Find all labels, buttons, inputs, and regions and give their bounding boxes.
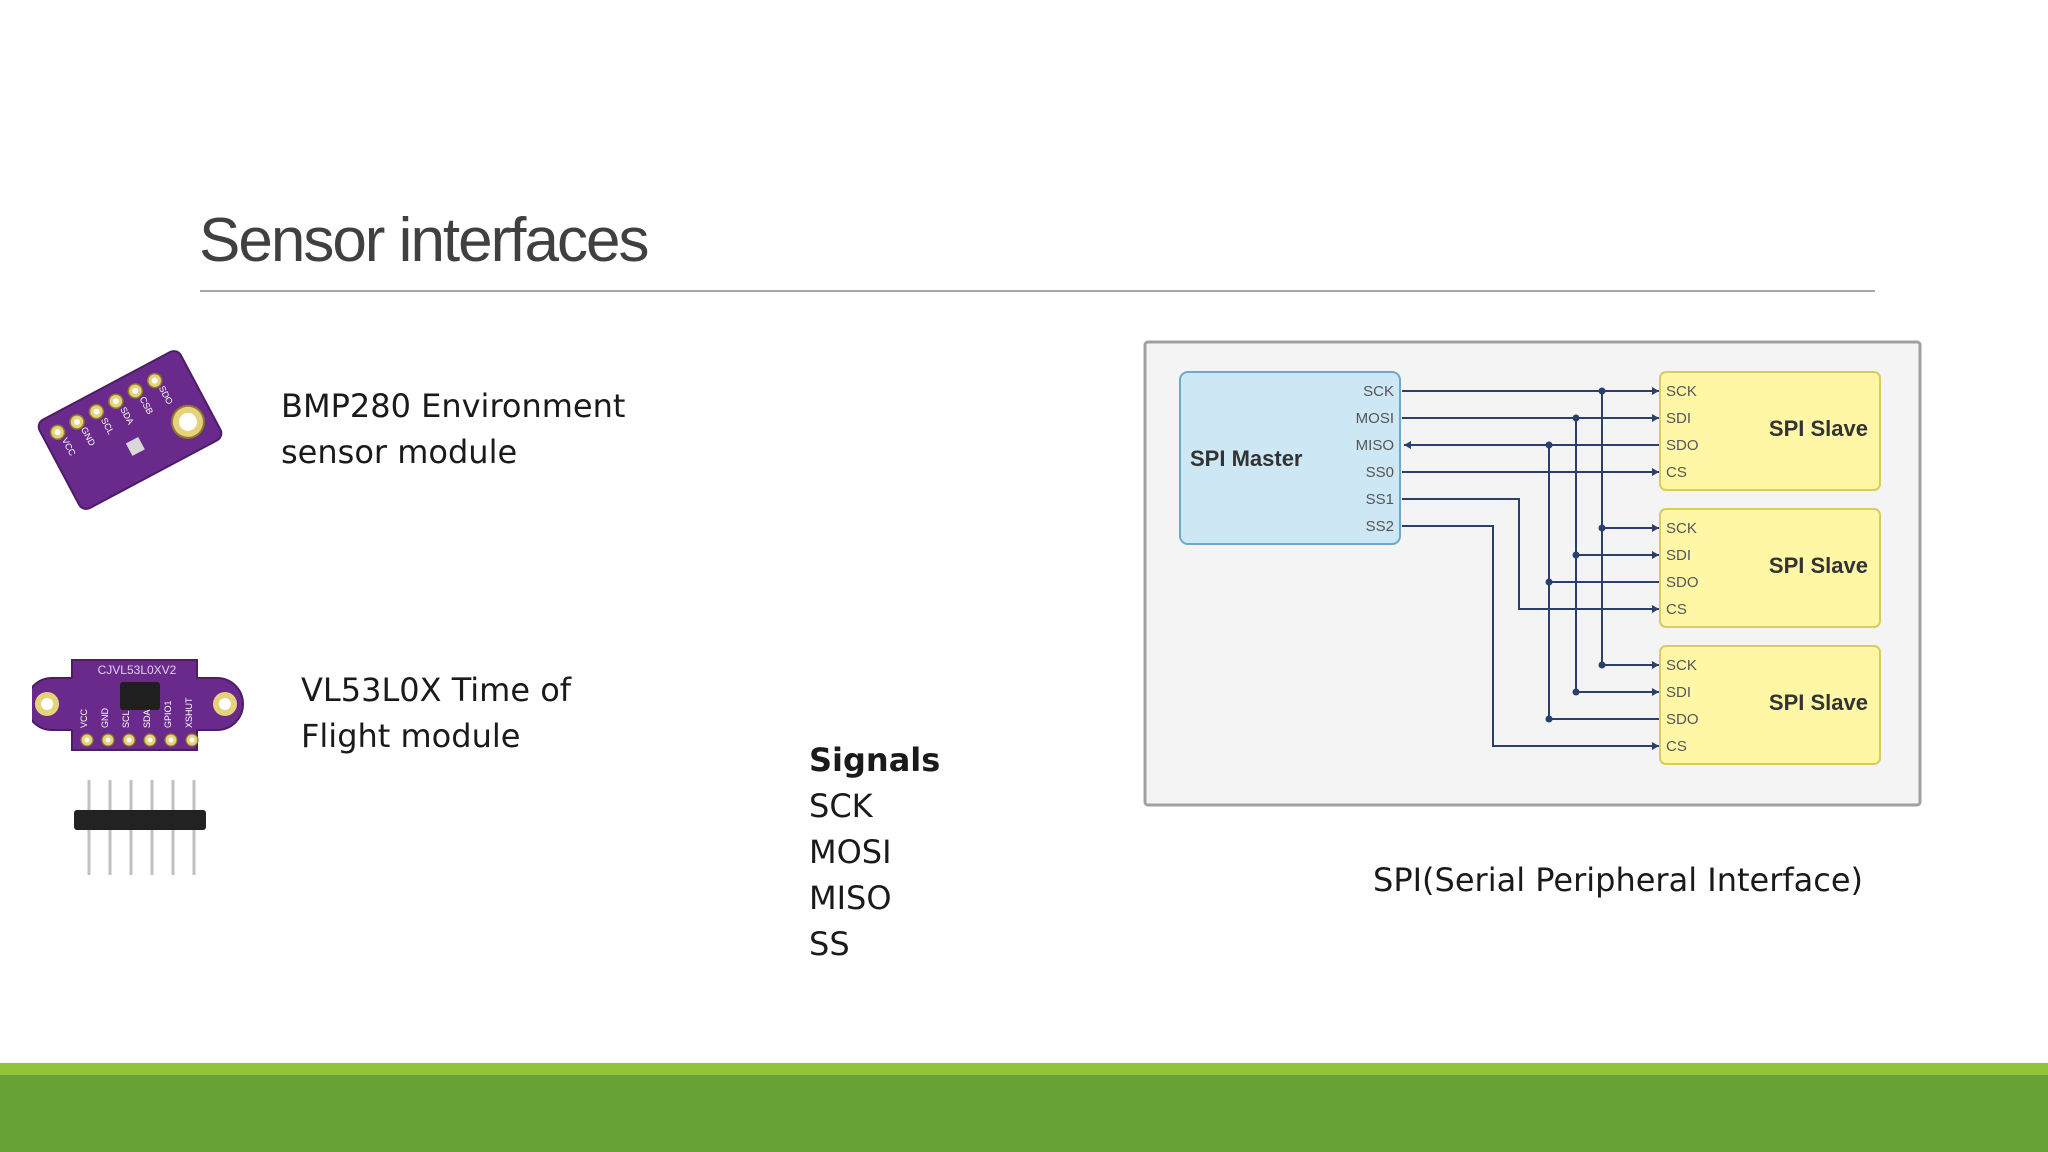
spi-slave-label: SPI Slave	[1769, 553, 1868, 578]
spi-master-pin-label: MOSI	[1356, 410, 1394, 427]
spi-slave-label: SPI Slave	[1769, 416, 1868, 441]
spi-caption: SPI(Serial Peripheral Interface)	[1373, 861, 1863, 899]
spi-wire-junction	[1545, 441, 1553, 449]
spi-slave-pin-label: SDI	[1666, 410, 1691, 427]
footer-accent-bar	[0, 1063, 2048, 1075]
spi-wire-arrow	[1652, 742, 1659, 750]
spi-wire	[1402, 498, 1659, 610]
spi-master-box	[1179, 371, 1401, 545]
spi-master-pin-label: SS2	[1366, 518, 1394, 535]
spi-wire-arrow	[1652, 688, 1659, 696]
spi-master-pin-label: SS1	[1366, 491, 1394, 508]
header-plastic	[74, 810, 206, 830]
spi-master-pin-label: SS0	[1366, 464, 1394, 481]
title-underline	[200, 290, 1875, 292]
spi-wire-arrow	[1652, 524, 1659, 532]
spi-slave-pin-label: SDO	[1666, 574, 1699, 591]
spi-wire-junction	[1598, 661, 1606, 669]
spi-master-pin-label: MISO	[1356, 437, 1394, 454]
spi-slave-pin-label: SDO	[1666, 437, 1699, 454]
signal-item: SS	[809, 925, 850, 963]
spi-wire-arrow	[1652, 605, 1659, 613]
spi-slave-pin-label: SDI	[1666, 684, 1691, 701]
spi-wire-arrow	[1652, 661, 1659, 669]
signal-item: MOSI	[809, 833, 892, 871]
spi-wire-junction	[1545, 578, 1553, 586]
vl53l0x-caption-line2: Flight module	[301, 717, 521, 755]
vl53l0x-pin-label: SCL	[121, 710, 131, 728]
spi-slave-pin-label: SCK	[1666, 657, 1697, 674]
spi-slave-box	[1659, 371, 1881, 491]
signal-item: MISO	[809, 879, 892, 917]
signals-list: Signals SCK MOSI MISO SS	[809, 737, 940, 967]
vl53l0x-caption: VL53L0X Time of Flight module	[301, 667, 571, 759]
spi-wire-junction	[1572, 688, 1580, 696]
footer-bar	[0, 1075, 2048, 1152]
spi-wire-arrow	[1652, 387, 1659, 395]
spi-slave-label: SPI Slave	[1769, 690, 1868, 715]
spi-wire-junction	[1598, 524, 1606, 532]
spi-wire-arrow	[1404, 441, 1411, 449]
spi-slave-box	[1659, 645, 1881, 765]
spi-slave-pin-label: CS	[1666, 738, 1687, 755]
spi-wire-arrow	[1652, 468, 1659, 476]
spi-slave-box	[1659, 508, 1881, 628]
vl53l0x-pin-label: XSHUT	[184, 697, 194, 728]
spi-slave-pin-label: SDO	[1666, 711, 1699, 728]
vl53l0x-pin-label: SDA	[142, 709, 152, 728]
spi-master-label: SPI Master	[1190, 446, 1303, 471]
bmp280-caption: BMP280 Environment sensor module	[281, 383, 625, 475]
vl53l0x-pin-label: GND	[100, 708, 110, 729]
slide-title: Sensor interfaces	[199, 206, 649, 275]
bmp280-caption-line1: BMP280 Environment	[281, 387, 626, 425]
signal-item: SCK	[809, 787, 873, 825]
signals-heading: Signals	[809, 741, 941, 779]
spi-wire-arrow	[1652, 551, 1659, 559]
bmp280-caption-line2: sensor module	[281, 433, 518, 471]
vl53l0x-caption-line1: VL53L0X Time of	[301, 671, 572, 709]
spi-master-pin-label: SCK	[1363, 383, 1394, 400]
spi-wire-junction	[1545, 715, 1553, 723]
vl53l0x-pin-label: GPIO1	[163, 700, 173, 728]
spi-slave-pin-label: SCK	[1666, 383, 1697, 400]
spi-wire-junction	[1572, 551, 1580, 559]
spi-slave-pin-label: CS	[1666, 601, 1687, 618]
spi-slave-pin-label: CS	[1666, 464, 1687, 481]
vl53l0x-module-image: CJVL53L0XV2 VCC GND SCL SDA GPIO1 XSHUT	[32, 659, 244, 875]
vl53l0x-pin-label: VCC	[79, 708, 89, 728]
spi-slave-pin-label: SCK	[1666, 520, 1697, 537]
spi-wire	[1402, 525, 1659, 747]
vl53l0x-board-label: CJVL53L0XV2	[98, 663, 177, 677]
spi-wire-junction	[1572, 414, 1580, 422]
spi-slave-pin-label: SDI	[1666, 547, 1691, 564]
spi-wire-arrow	[1652, 414, 1659, 422]
